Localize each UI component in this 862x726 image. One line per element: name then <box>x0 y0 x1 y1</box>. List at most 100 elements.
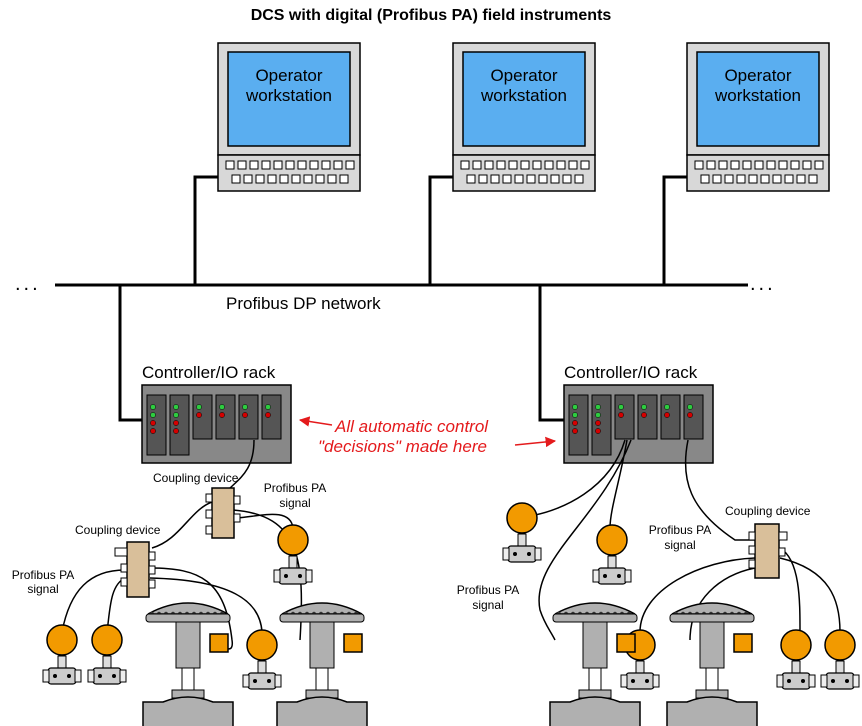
network-ellipsis-left: ... <box>15 273 41 295</box>
key <box>472 160 482 170</box>
key <box>291 174 301 184</box>
bolt <box>603 574 607 578</box>
key <box>267 174 277 184</box>
bolt <box>267 679 271 683</box>
status-led <box>173 420 179 426</box>
key <box>321 160 331 170</box>
transmitter-head <box>246 629 278 661</box>
key <box>249 160 259 170</box>
actuator-rim <box>552 613 638 623</box>
io-card <box>169 394 190 456</box>
pressure-transmitter <box>820 629 860 690</box>
status-led <box>242 404 248 410</box>
actuator-dome <box>554 602 636 615</box>
actuator-dome <box>671 602 753 615</box>
key <box>766 160 776 170</box>
valve-stem <box>181 667 195 691</box>
valve-positioner <box>616 633 636 653</box>
process-port <box>808 674 816 688</box>
bolt <box>801 679 805 683</box>
status-led <box>242 412 248 418</box>
status-led <box>150 404 156 410</box>
status-led <box>595 420 601 426</box>
key <box>568 160 578 170</box>
yoke <box>582 621 608 669</box>
key <box>496 160 506 170</box>
key <box>502 174 512 184</box>
controller-io-rack-1 <box>141 384 292 464</box>
transmitter-head <box>506 502 538 534</box>
bolt <box>284 574 288 578</box>
key <box>736 174 746 184</box>
key <box>532 160 542 170</box>
status-led <box>150 420 156 426</box>
key <box>550 174 560 184</box>
key <box>243 174 253 184</box>
bolt <box>98 674 102 678</box>
network-ellipsis-right: ... <box>750 273 776 295</box>
workstation-2-label-2: workstation <box>480 86 567 105</box>
io-card <box>637 394 658 440</box>
key <box>514 174 524 184</box>
key <box>706 160 716 170</box>
key <box>297 160 307 170</box>
process-port <box>119 669 127 683</box>
status-led <box>173 428 179 434</box>
process-port <box>652 674 660 688</box>
key <box>562 174 572 184</box>
field-instruments <box>42 502 860 726</box>
transmitter-flange <box>278 567 308 585</box>
bolt <box>787 679 791 683</box>
bolt <box>253 679 257 683</box>
yoke <box>309 621 335 669</box>
key <box>784 174 794 184</box>
key <box>538 174 548 184</box>
status-led <box>595 428 601 434</box>
transmitter-flange <box>507 545 537 563</box>
key <box>315 174 325 184</box>
process-port <box>776 674 784 688</box>
key <box>802 160 812 170</box>
io-card <box>215 394 236 440</box>
rack-1-label: Controller/IO rack <box>142 363 276 382</box>
io-card <box>614 394 635 440</box>
status-led <box>173 404 179 410</box>
io-card <box>568 394 589 456</box>
pa-signal-label-1b: signal <box>279 496 310 510</box>
key <box>261 160 271 170</box>
process-port <box>820 674 828 688</box>
operator-workstation-2 <box>452 42 596 192</box>
status-led <box>664 412 670 418</box>
bolt <box>513 552 517 556</box>
key <box>760 174 770 184</box>
status-led <box>641 412 647 418</box>
status-led <box>572 404 578 410</box>
valve-positioner <box>209 633 229 653</box>
key <box>778 160 788 170</box>
yoke <box>175 621 201 669</box>
key <box>808 174 818 184</box>
control-valve <box>142 602 234 726</box>
coupling-device-right <box>748 523 788 579</box>
process-port <box>242 674 250 688</box>
status-led <box>572 420 578 426</box>
key <box>796 174 806 184</box>
key <box>700 174 710 184</box>
transmitter-head <box>277 524 309 556</box>
pressure-transmitter <box>42 624 82 685</box>
process-port <box>502 547 510 561</box>
bolt <box>631 679 635 683</box>
key <box>790 160 800 170</box>
status-led <box>595 404 601 410</box>
key <box>273 160 283 170</box>
status-led <box>641 404 647 410</box>
key <box>814 160 824 170</box>
pressure-transmitter <box>776 629 816 690</box>
key <box>339 174 349 184</box>
process-port <box>305 569 313 583</box>
status-led <box>572 412 578 418</box>
key <box>520 160 530 170</box>
transmitter-flange <box>781 672 811 690</box>
coupling-label-3: Coupling device <box>725 504 811 518</box>
workstation-1-label-2: workstation <box>245 86 332 105</box>
